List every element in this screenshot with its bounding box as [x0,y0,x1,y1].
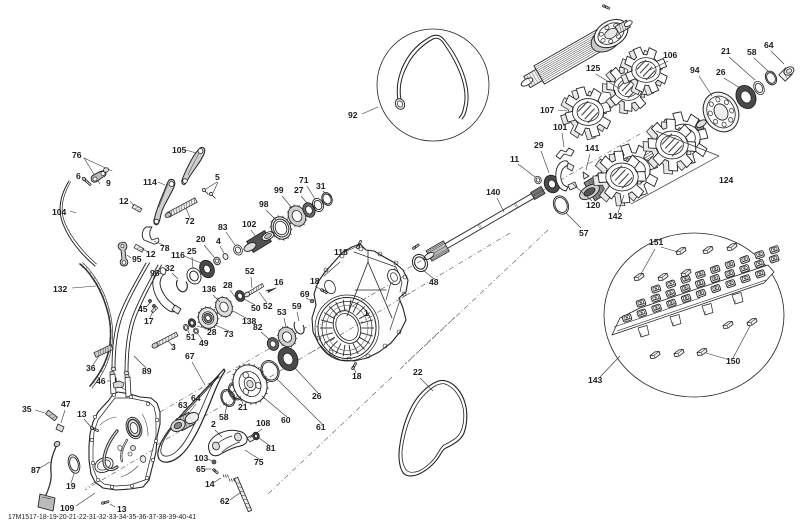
svg-text:6: 6 [76,171,81,181]
svg-text:138: 138 [242,316,257,326]
svg-text:94: 94 [690,65,700,75]
svg-text:87: 87 [31,465,41,475]
svg-text:142: 142 [608,211,623,221]
svg-text:53: 53 [277,307,287,317]
svg-text:12: 12 [119,196,129,206]
svg-text:32: 32 [165,263,175,273]
svg-text:36: 36 [86,363,96,373]
svg-text:46: 46 [96,376,106,386]
svg-text:45: 45 [138,304,148,314]
svg-text:101: 101 [553,122,568,132]
svg-text:20: 20 [196,234,206,244]
svg-text:28: 28 [223,280,233,290]
svg-text:47: 47 [61,399,71,409]
svg-text:124: 124 [719,175,734,185]
svg-text:62: 62 [220,496,230,506]
svg-text:3: 3 [171,342,176,352]
svg-text:69: 69 [300,289,310,299]
svg-text:71: 71 [299,175,309,185]
svg-text:18: 18 [352,371,362,381]
svg-text:25: 25 [187,246,197,256]
svg-text:16: 16 [274,277,284,287]
svg-text:107: 107 [540,105,555,115]
svg-text:81: 81 [266,443,276,453]
svg-text:108: 108 [256,418,271,428]
svg-text:31: 31 [316,181,326,191]
svg-text:11: 11 [510,154,519,164]
svg-text:50: 50 [251,303,261,313]
svg-text:92: 92 [348,110,358,120]
svg-text:105: 105 [172,145,187,155]
svg-text:64: 64 [764,40,774,50]
svg-text:102: 102 [242,219,257,229]
svg-text:58: 58 [747,47,757,57]
svg-text:60: 60 [281,415,291,425]
svg-text:83: 83 [218,222,228,232]
svg-text:26: 26 [312,391,322,401]
svg-text:67: 67 [185,351,195,361]
svg-text:52: 52 [245,266,255,276]
svg-text:125: 125 [586,63,601,73]
svg-text:78: 78 [160,243,170,253]
svg-text:28: 28 [207,327,217,337]
svg-text:59: 59 [292,301,302,311]
svg-text:143: 143 [588,375,603,385]
svg-text:4: 4 [216,236,221,246]
svg-text:2: 2 [211,419,216,429]
svg-text:58: 58 [219,412,229,422]
svg-text:99: 99 [274,185,284,195]
svg-text:13: 13 [117,504,127,514]
svg-text:114: 114 [143,177,157,187]
svg-text:17M1517-18-19-20-21-22-31-32-3: 17M1517-18-19-20-21-22-31-32-33-34-35-36… [8,514,196,521]
svg-text:76: 76 [72,150,82,160]
svg-text:49: 49 [199,338,209,348]
svg-text:82: 82 [253,322,263,332]
svg-text:63: 63 [178,400,188,410]
svg-text:57: 57 [579,228,589,238]
svg-text:109: 109 [60,503,75,513]
svg-text:104: 104 [52,207,67,217]
svg-text:12: 12 [146,249,156,259]
svg-text:13: 13 [77,409,87,419]
svg-text:48: 48 [429,277,439,287]
svg-text:140: 140 [486,187,501,197]
svg-text:65: 65 [196,464,206,474]
svg-text:103: 103 [194,453,209,463]
svg-text:136: 136 [202,284,217,294]
svg-text:106: 106 [663,50,678,60]
svg-text:151: 151 [649,237,664,247]
svg-text:51: 51 [186,332,196,342]
svg-text:89: 89 [142,366,152,376]
svg-text:14: 14 [205,479,215,489]
svg-text:5: 5 [215,172,220,182]
svg-text:52: 52 [263,301,273,311]
svg-text:98: 98 [259,199,269,209]
svg-text:150: 150 [726,356,741,366]
svg-text:141: 141 [585,143,600,153]
svg-text:29: 29 [534,140,544,150]
svg-text:27: 27 [294,185,304,195]
svg-text:132: 132 [53,284,68,294]
svg-text:72: 72 [185,216,195,226]
svg-text:118: 118 [334,247,348,257]
svg-text:9: 9 [106,178,111,188]
svg-text:95: 95 [132,254,142,264]
svg-text:75: 75 [254,457,264,467]
svg-text:73: 73 [224,329,234,339]
svg-text:26: 26 [716,67,726,77]
svg-text:22: 22 [413,367,423,377]
svg-text:116: 116 [171,250,185,260]
svg-text:64: 64 [191,393,201,403]
svg-text:19: 19 [66,481,76,491]
svg-text:61: 61 [316,422,326,432]
svg-text:21: 21 [721,46,731,56]
svg-text:120: 120 [586,200,601,210]
svg-text:21: 21 [238,402,248,412]
svg-text:1: 1 [364,308,369,318]
svg-text:18: 18 [310,276,320,286]
svg-text:35: 35 [22,404,32,414]
svg-text:17: 17 [144,316,154,326]
svg-text:96: 96 [150,268,160,278]
